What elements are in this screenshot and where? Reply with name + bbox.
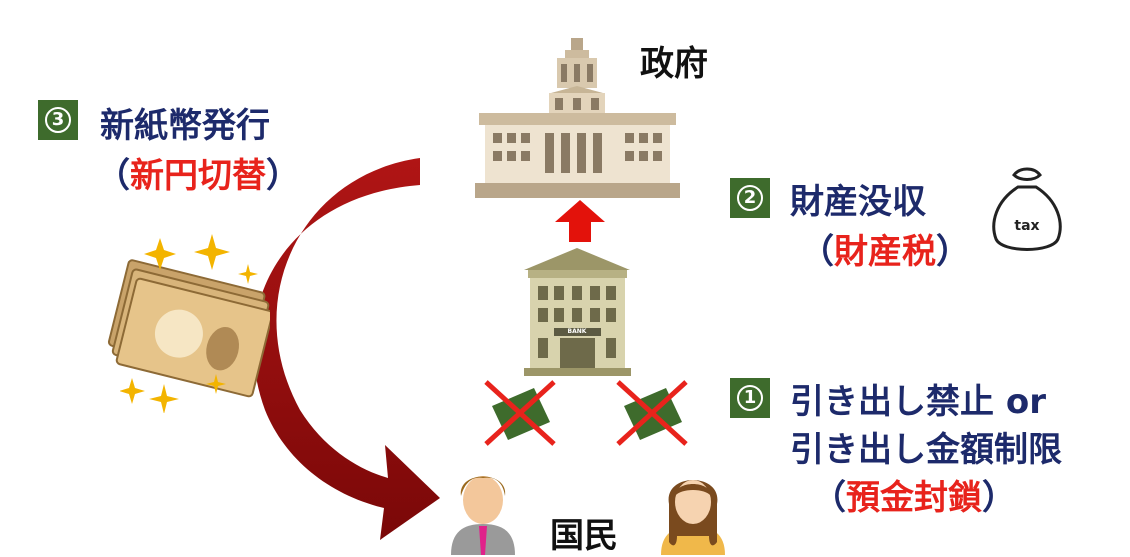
up-arrow-icon: [555, 200, 605, 242]
step1-line1: 引き出し禁止 or: [790, 382, 1046, 422]
step1-highlight: 預金封鎖: [846, 478, 982, 518]
woman-icon: [661, 480, 725, 555]
step2-highlight: 財産税: [834, 232, 936, 272]
step2-number: 2: [737, 185, 763, 211]
step1-number: 1: [737, 385, 763, 411]
banknotes-icon: [107, 259, 270, 398]
bank-sign: BANK: [567, 328, 587, 335]
step2-paren-close: ）: [936, 232, 970, 272]
step1-paren-close: ）: [982, 478, 1016, 518]
government-label: 政府: [640, 44, 708, 84]
cross-icon: [616, 380, 688, 446]
step2-badge: 2: [730, 178, 770, 218]
money-bag-icon: [992, 167, 1062, 251]
citizens-label: 国民: [550, 516, 618, 556]
tax-bag-label: tax: [1014, 218, 1040, 234]
bank-building-icon: [524, 248, 631, 376]
step2-title: 財産没収: [790, 182, 926, 222]
step3-title: 新紙幣発行: [100, 106, 270, 146]
step2-paren-open: （: [800, 232, 834, 272]
step3-subtitle: （新円切替）: [96, 148, 300, 197]
step3-highlight: 新円切替: [130, 156, 266, 196]
step2-subtitle: （財産税）: [800, 224, 970, 273]
man-icon: [451, 476, 515, 555]
step1-badge: 1: [730, 378, 770, 418]
step3-paren-open: （: [96, 156, 130, 196]
cross-icon: [484, 380, 556, 446]
sparkle-icon: [120, 234, 258, 413]
step3-paren-close: ）: [266, 156, 300, 196]
step1-line2: 引き出し金額制限: [790, 430, 1062, 470]
step1-paren-open: （: [812, 478, 846, 518]
step3-number: 3: [45, 107, 71, 133]
step1-subtitle: （預金封鎖）: [812, 470, 1016, 519]
government-building-icon: [475, 38, 680, 198]
step3-badge: 3: [38, 100, 78, 140]
